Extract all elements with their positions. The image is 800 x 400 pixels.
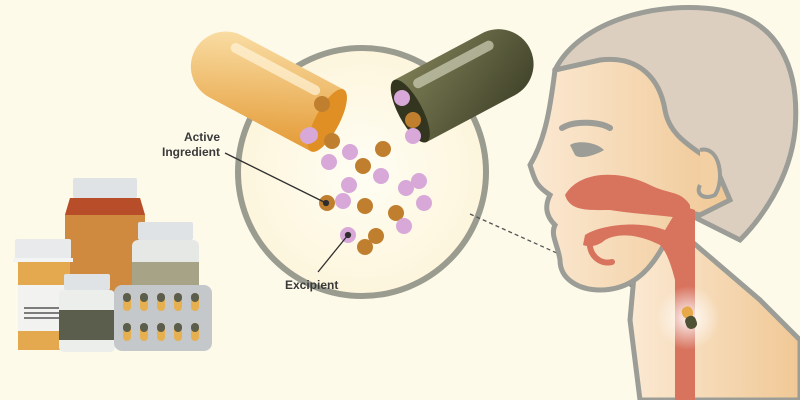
swallowed-capsule: [681, 306, 698, 329]
medicine-bottles: [13, 178, 212, 352]
active-ingredient-label: Active Ingredient: [150, 130, 220, 160]
excipient-label: Excipient: [285, 278, 339, 292]
particles: [300, 90, 432, 255]
active-label-line2: Ingredient: [161, 145, 220, 159]
human-head-profile: [527, 5, 800, 400]
label-pointers: [224, 152, 352, 273]
active-label-line1: Active: [183, 130, 220, 144]
